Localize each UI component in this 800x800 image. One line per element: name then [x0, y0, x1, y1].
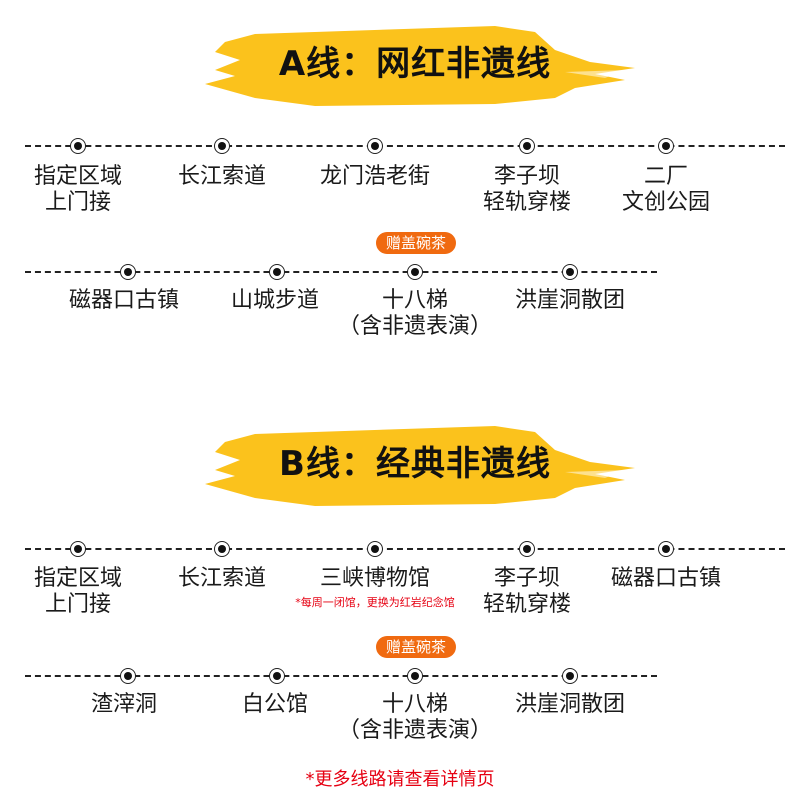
stop-marker-icon: [214, 138, 230, 154]
closure-note: *每周一闭馆，更换为红岩纪念馆: [295, 596, 455, 609]
stop-marker-icon: [407, 264, 423, 280]
stop-b1-3: 三峡博物馆: [319, 566, 431, 591]
stop-a1-2: 长江索道: [177, 164, 267, 189]
stop-a1-1: 指定区域上门接: [33, 164, 123, 215]
stop-b2-4: 洪崖洞散团: [514, 692, 626, 717]
stop-marker-icon: [70, 138, 86, 154]
route-b-title-banner: B线：经典非遗线: [195, 412, 635, 522]
stop-a2-3: 十八梯（含非遗表演）: [337, 288, 493, 339]
stop-b1-4: 李子坝轻轨穿楼: [482, 566, 572, 617]
stop-b1-2: 长江索道: [177, 566, 267, 591]
stop-a2-1: 磁器口古镇: [68, 288, 180, 313]
route-b-line-1: [25, 548, 785, 550]
stop-marker-icon: [562, 668, 578, 684]
route-b-title: B线：经典非遗线: [279, 444, 551, 484]
stop-b2-3: 十八梯（含非遗表演）: [337, 692, 493, 743]
stop-marker-icon: [120, 668, 136, 684]
stop-marker-icon: [70, 541, 86, 557]
brush-stroke-icon: [205, 26, 635, 106]
stop-a2-2: 山城步道: [230, 288, 320, 313]
gift-tea-badge: 赠盖碗茶: [375, 232, 457, 254]
brush-stroke-icon: [205, 426, 635, 506]
stop-a1-4: 李子坝轻轨穿楼: [482, 164, 572, 215]
stop-a1-3: 龙门浩老街: [319, 164, 431, 189]
stop-marker-icon: [269, 264, 285, 280]
stop-marker-icon: [658, 541, 674, 557]
stop-marker-icon: [367, 541, 383, 557]
stop-b1-5: 磁器口古镇: [610, 566, 722, 591]
stop-marker-icon: [367, 138, 383, 154]
stop-b1-1: 指定区域上门接: [33, 566, 123, 617]
stop-b2-2: 白公馆: [241, 692, 309, 717]
route-a-title-banner: A线：网红非遗线: [195, 12, 635, 122]
route-b-line-2: [25, 675, 657, 677]
gift-tea-badge: 赠盖碗茶: [375, 636, 457, 658]
stop-marker-icon: [562, 264, 578, 280]
stop-a2-4: 洪崖洞散团: [514, 288, 626, 313]
route-a-line-1: [25, 145, 785, 147]
route-a-line-2: [25, 271, 657, 273]
stop-marker-icon: [658, 138, 674, 154]
stop-marker-icon: [214, 541, 230, 557]
stop-a1-5: 二厂文创公园: [621, 164, 711, 215]
route-a-title: A线：网红非遗线: [278, 44, 552, 84]
stop-marker-icon: [519, 541, 535, 557]
stop-marker-icon: [407, 668, 423, 684]
footer-note: *更多线路请查看详情页: [305, 769, 495, 790]
stop-marker-icon: [519, 138, 535, 154]
stop-marker-icon: [120, 264, 136, 280]
stop-marker-icon: [269, 668, 285, 684]
stop-b2-1: 渣滓洞: [90, 692, 158, 717]
